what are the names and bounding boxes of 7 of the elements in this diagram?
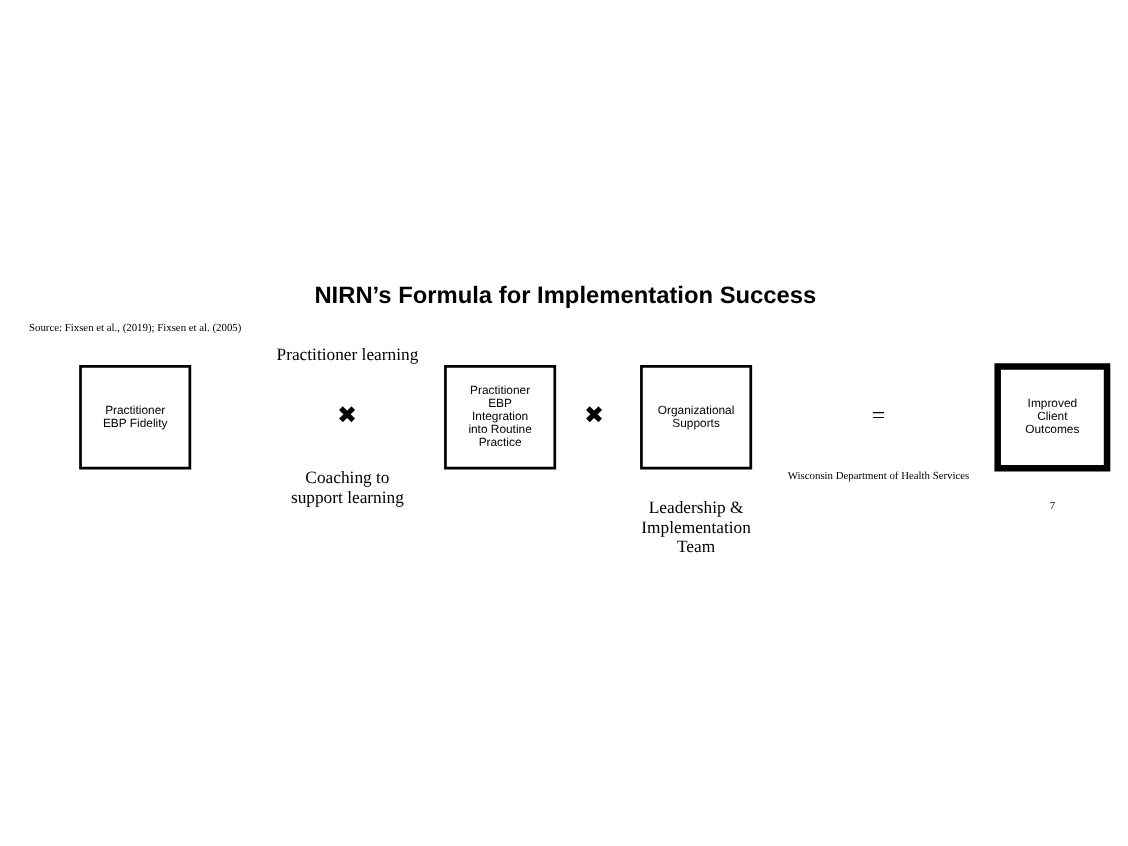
diagram-title: NIRN’s Formula for Implementation Success (314, 280, 817, 309)
label: Practitioner learning (276, 343, 419, 364)
label: = (871, 401, 886, 430)
label: Coaching to support learning (290, 467, 404, 507)
label: ✖ (583, 401, 604, 430)
label: Leadership & Implementation Team (641, 497, 751, 557)
label: ✖ (337, 401, 358, 430)
